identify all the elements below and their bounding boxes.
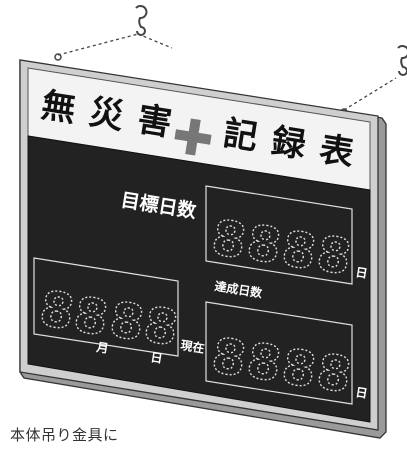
day-label: 日 (150, 350, 164, 366)
title-char-1: 無 (39, 85, 79, 130)
caption: 本体吊り金具に (10, 426, 119, 444)
date-digits-box (33, 257, 179, 357)
board-title: 無 災 害 記 録 表 (39, 85, 357, 174)
title-char-2: 災 (87, 92, 127, 137)
current-label: 現在 (180, 337, 206, 356)
title-char-3: 害 (135, 99, 175, 144)
board-panel (27, 135, 371, 423)
month-label: 月 (95, 340, 110, 356)
achieved-digits-box (205, 301, 353, 405)
hook-left-icon (135, 5, 148, 36)
target-digits-box (205, 185, 353, 285)
wire-left-a (57, 33, 139, 56)
eyelet-left (54, 53, 62, 61)
hook-right-icon (397, 45, 407, 76)
title-char-6: 表 (317, 129, 357, 174)
title-char-5: 録 (269, 121, 310, 166)
achieved-day-unit: 日 (355, 385, 369, 401)
title-char-4: 記 (221, 113, 261, 158)
target-digits: 8 8 8 8 (207, 209, 355, 287)
wire-left-b (137, 33, 173, 49)
wire-right (343, 77, 397, 111)
target-day-unit: 日 (355, 265, 369, 281)
safety-cross-icon (174, 118, 212, 156)
